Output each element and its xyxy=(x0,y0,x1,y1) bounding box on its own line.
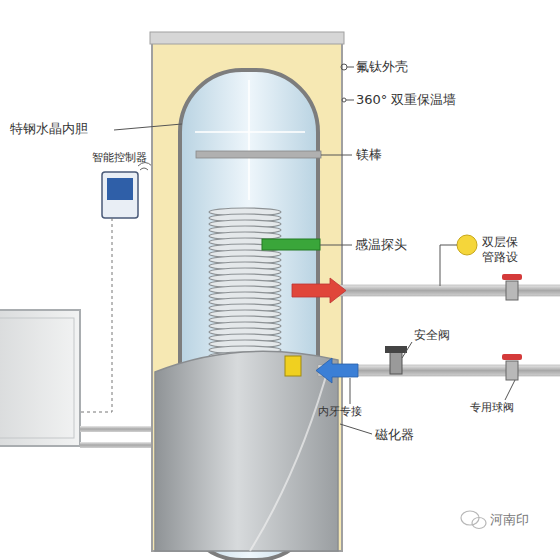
safety-valve xyxy=(390,352,402,374)
ball-valve xyxy=(506,281,518,300)
hot-water-pipe xyxy=(318,285,560,296)
controller-body xyxy=(102,172,138,218)
part-label: 内牙专接 xyxy=(318,404,388,419)
watermark: 河南印 xyxy=(490,512,560,527)
part-label: 镁棒 xyxy=(356,147,416,162)
temperature-probe xyxy=(262,239,320,250)
part-label: 智能控制器 xyxy=(92,150,172,165)
valve-handle xyxy=(502,274,522,280)
inflow-arrow xyxy=(316,358,358,383)
outdoor-unit xyxy=(0,310,80,446)
magnesium-rod xyxy=(196,151,321,158)
refrigerant-pipe xyxy=(80,426,156,432)
part-label: 磁化器 xyxy=(375,427,435,442)
part-label: 专用球阀 xyxy=(470,400,540,415)
part-label: 双层保 管路设 xyxy=(482,235,524,265)
safety-valve-cap xyxy=(385,346,407,353)
part-label: 氟钛外壳 xyxy=(356,59,446,74)
insulation-icon xyxy=(457,235,477,255)
cover-edge xyxy=(250,362,330,551)
magnetizer xyxy=(285,356,301,376)
top-cap xyxy=(150,32,344,44)
refrigerant-pipe xyxy=(80,442,156,448)
part-label: 感温探头 xyxy=(355,237,435,252)
watermark-icon xyxy=(461,511,486,529)
signal-wire xyxy=(80,218,112,412)
ball-valve xyxy=(506,361,518,380)
controller-screen xyxy=(107,178,133,200)
outflow-arrow xyxy=(292,278,346,303)
part-label: 特钢水晶内胆 xyxy=(10,121,114,136)
part-label: 安全阀 xyxy=(414,328,474,343)
valve-handle xyxy=(502,354,522,360)
part-label: 360° 双重保温墙 xyxy=(356,92,496,107)
glass-highlight xyxy=(195,131,305,133)
unit-panel xyxy=(0,318,74,438)
base-cover xyxy=(155,351,338,551)
glass-highlight xyxy=(248,80,250,200)
leader-lines xyxy=(114,64,515,434)
